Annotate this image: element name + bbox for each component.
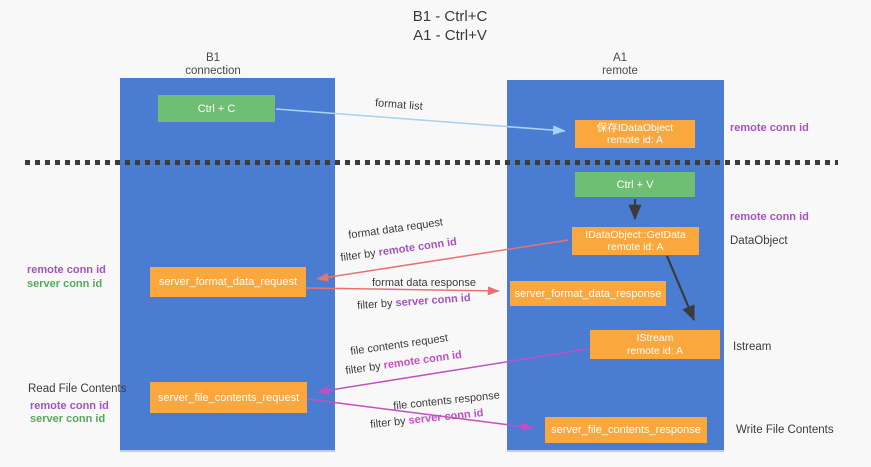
dashed-separator: [25, 160, 838, 165]
left-format-remote-conn-id: remote conn id: [27, 264, 106, 276]
format-data-response-label: format data response: [372, 277, 476, 289]
istream-line2: remote id: A: [626, 344, 684, 357]
server-file-contents-request-box: server_file_contents_request: [150, 382, 307, 413]
lane-header-a1: A1 remote: [560, 52, 680, 77]
file-contents-response-filter-label: filter by server conn id: [370, 407, 484, 431]
filter-by-text: filter by: [339, 246, 380, 265]
format-data-response-filter-label: filter by server conn id: [357, 292, 471, 312]
format-list-label: format list: [374, 97, 424, 113]
server-file-contents-response-label: server_file_contents_response: [551, 424, 701, 436]
filter-by-text: filter by: [344, 359, 385, 378]
write-file-contents-annotation: Write File Contents: [736, 424, 834, 436]
left-format-server-conn-id: server conn id: [27, 278, 103, 290]
filter-by-text: filter by: [369, 414, 410, 431]
read-file-contents-annotation: Read File Contents: [28, 383, 127, 395]
diagram-title: B1 - Ctrl+C A1 - Ctrl+V: [350, 7, 550, 45]
ctrl-c-box: Ctrl + C: [158, 95, 275, 122]
save-idataobject-box: 保存IDataObject remote id: A: [575, 120, 695, 148]
server-format-data-response-box: server_format_data_response: [510, 281, 666, 306]
lane-b1-subtitle: connection: [185, 64, 241, 77]
server-file-contents-response-box: server_file_contents_response: [545, 417, 707, 443]
remote-conn-id-key: remote conn id: [377, 235, 458, 259]
ctrl-v-label: Ctrl + V: [616, 178, 654, 191]
lane-header-b1: B1 connection: [153, 52, 273, 77]
istream-box: IStream remote id: A: [590, 330, 720, 359]
left-file-conn-id-annotation: remote conn id server conn id: [30, 400, 109, 426]
lane-a1-title: A1: [612, 52, 628, 64]
dataobject-annotation: DataObject: [730, 235, 788, 247]
server-file-contents-request-label: server_file_contents_request: [157, 391, 300, 404]
title-line-1: B1 - Ctrl+C: [412, 8, 488, 25]
idataobject-getdata-box: IDataObject::GetData remote id: A: [572, 227, 699, 255]
istream-annotation: Istream: [733, 341, 772, 353]
server-format-data-request-box: server_format_data_request: [150, 267, 306, 297]
istream-line1: IStream: [636, 332, 674, 344]
file-contents-response-label: file contents response: [392, 389, 501, 413]
remote-conn-id-key: remote conn id: [382, 348, 463, 372]
filter-by-text: filter by: [356, 297, 396, 312]
format-data-request-label: format data request: [347, 216, 444, 242]
server-conn-id-key: server conn id: [407, 407, 485, 427]
ctrl-v-box: Ctrl + V: [575, 172, 695, 197]
title-line-2: A1 - Ctrl+V: [413, 27, 487, 44]
left-file-server-conn-id: server conn id: [30, 413, 106, 425]
getdata-line1: IDataObject::GetData: [585, 228, 686, 241]
left-file-remote-conn-id: remote conn id: [30, 400, 109, 412]
lane-b1-title: B1: [205, 52, 221, 64]
server-conn-id-key: server conn id: [395, 292, 471, 310]
server-format-data-request-label: server_format_data_request: [158, 276, 298, 288]
remote-conn-id-annotation-top: remote conn id: [730, 122, 809, 134]
save-idataobject-line1: 保存IDataObject: [596, 121, 674, 134]
lane-a1-subtitle: remote: [602, 64, 638, 77]
remote-conn-id-annotation-mid: remote conn id: [730, 211, 809, 223]
save-idataobject-line2: remote id: A: [606, 134, 664, 146]
ctrl-c-label: Ctrl + C: [197, 102, 236, 115]
left-format-conn-id-annotation: remote conn id server conn id: [27, 263, 106, 291]
getdata-line2: remote id: A: [607, 241, 664, 253]
server-format-data-response-label: server_format_data_response: [514, 287, 662, 300]
